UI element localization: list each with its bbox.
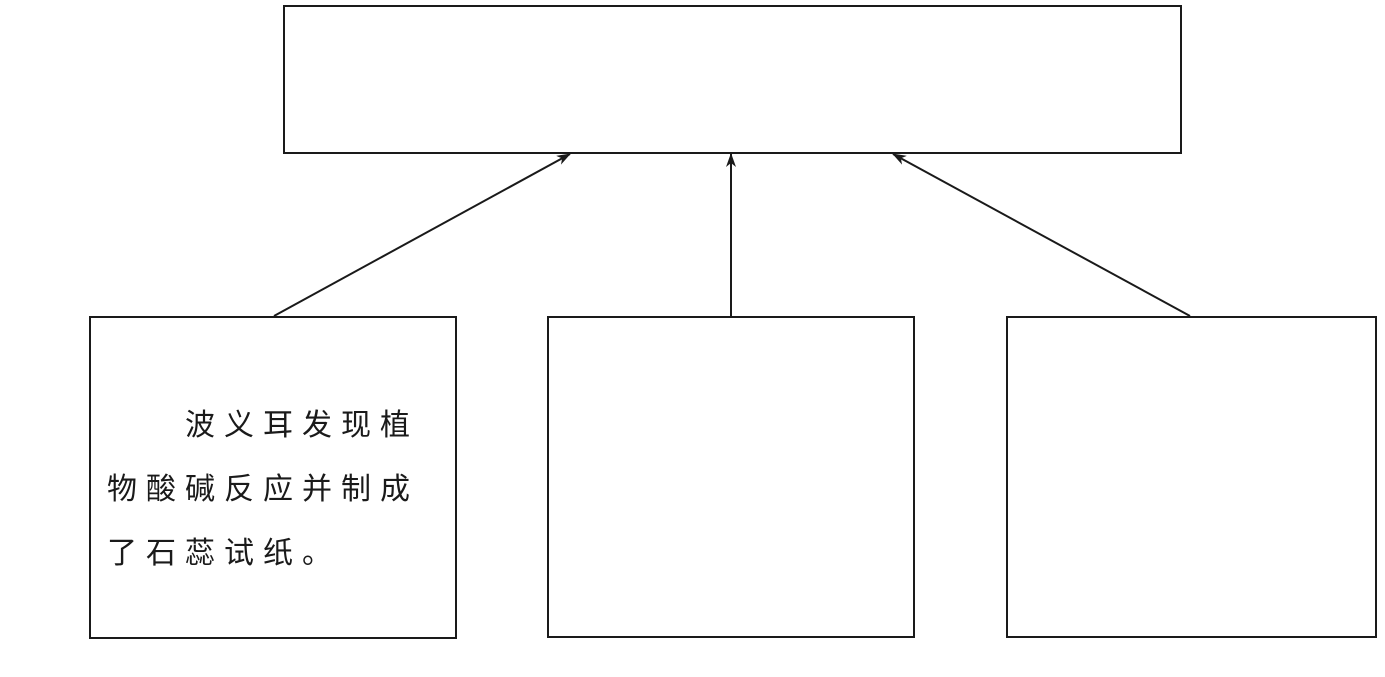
arrow-left-to-top	[273, 153, 571, 317]
top-box-blank	[283, 5, 1182, 154]
left-box-text: 波义耳发现植物酸碱反应并制成了石蕊试纸。	[107, 408, 419, 571]
right-box-blank	[1006, 316, 1377, 638]
middle-box-blank	[547, 316, 915, 638]
left-box: 波义耳发现植物酸碱反应并制成了石蕊试纸。	[89, 316, 457, 639]
arrow-right-to-top	[892, 153, 1191, 317]
